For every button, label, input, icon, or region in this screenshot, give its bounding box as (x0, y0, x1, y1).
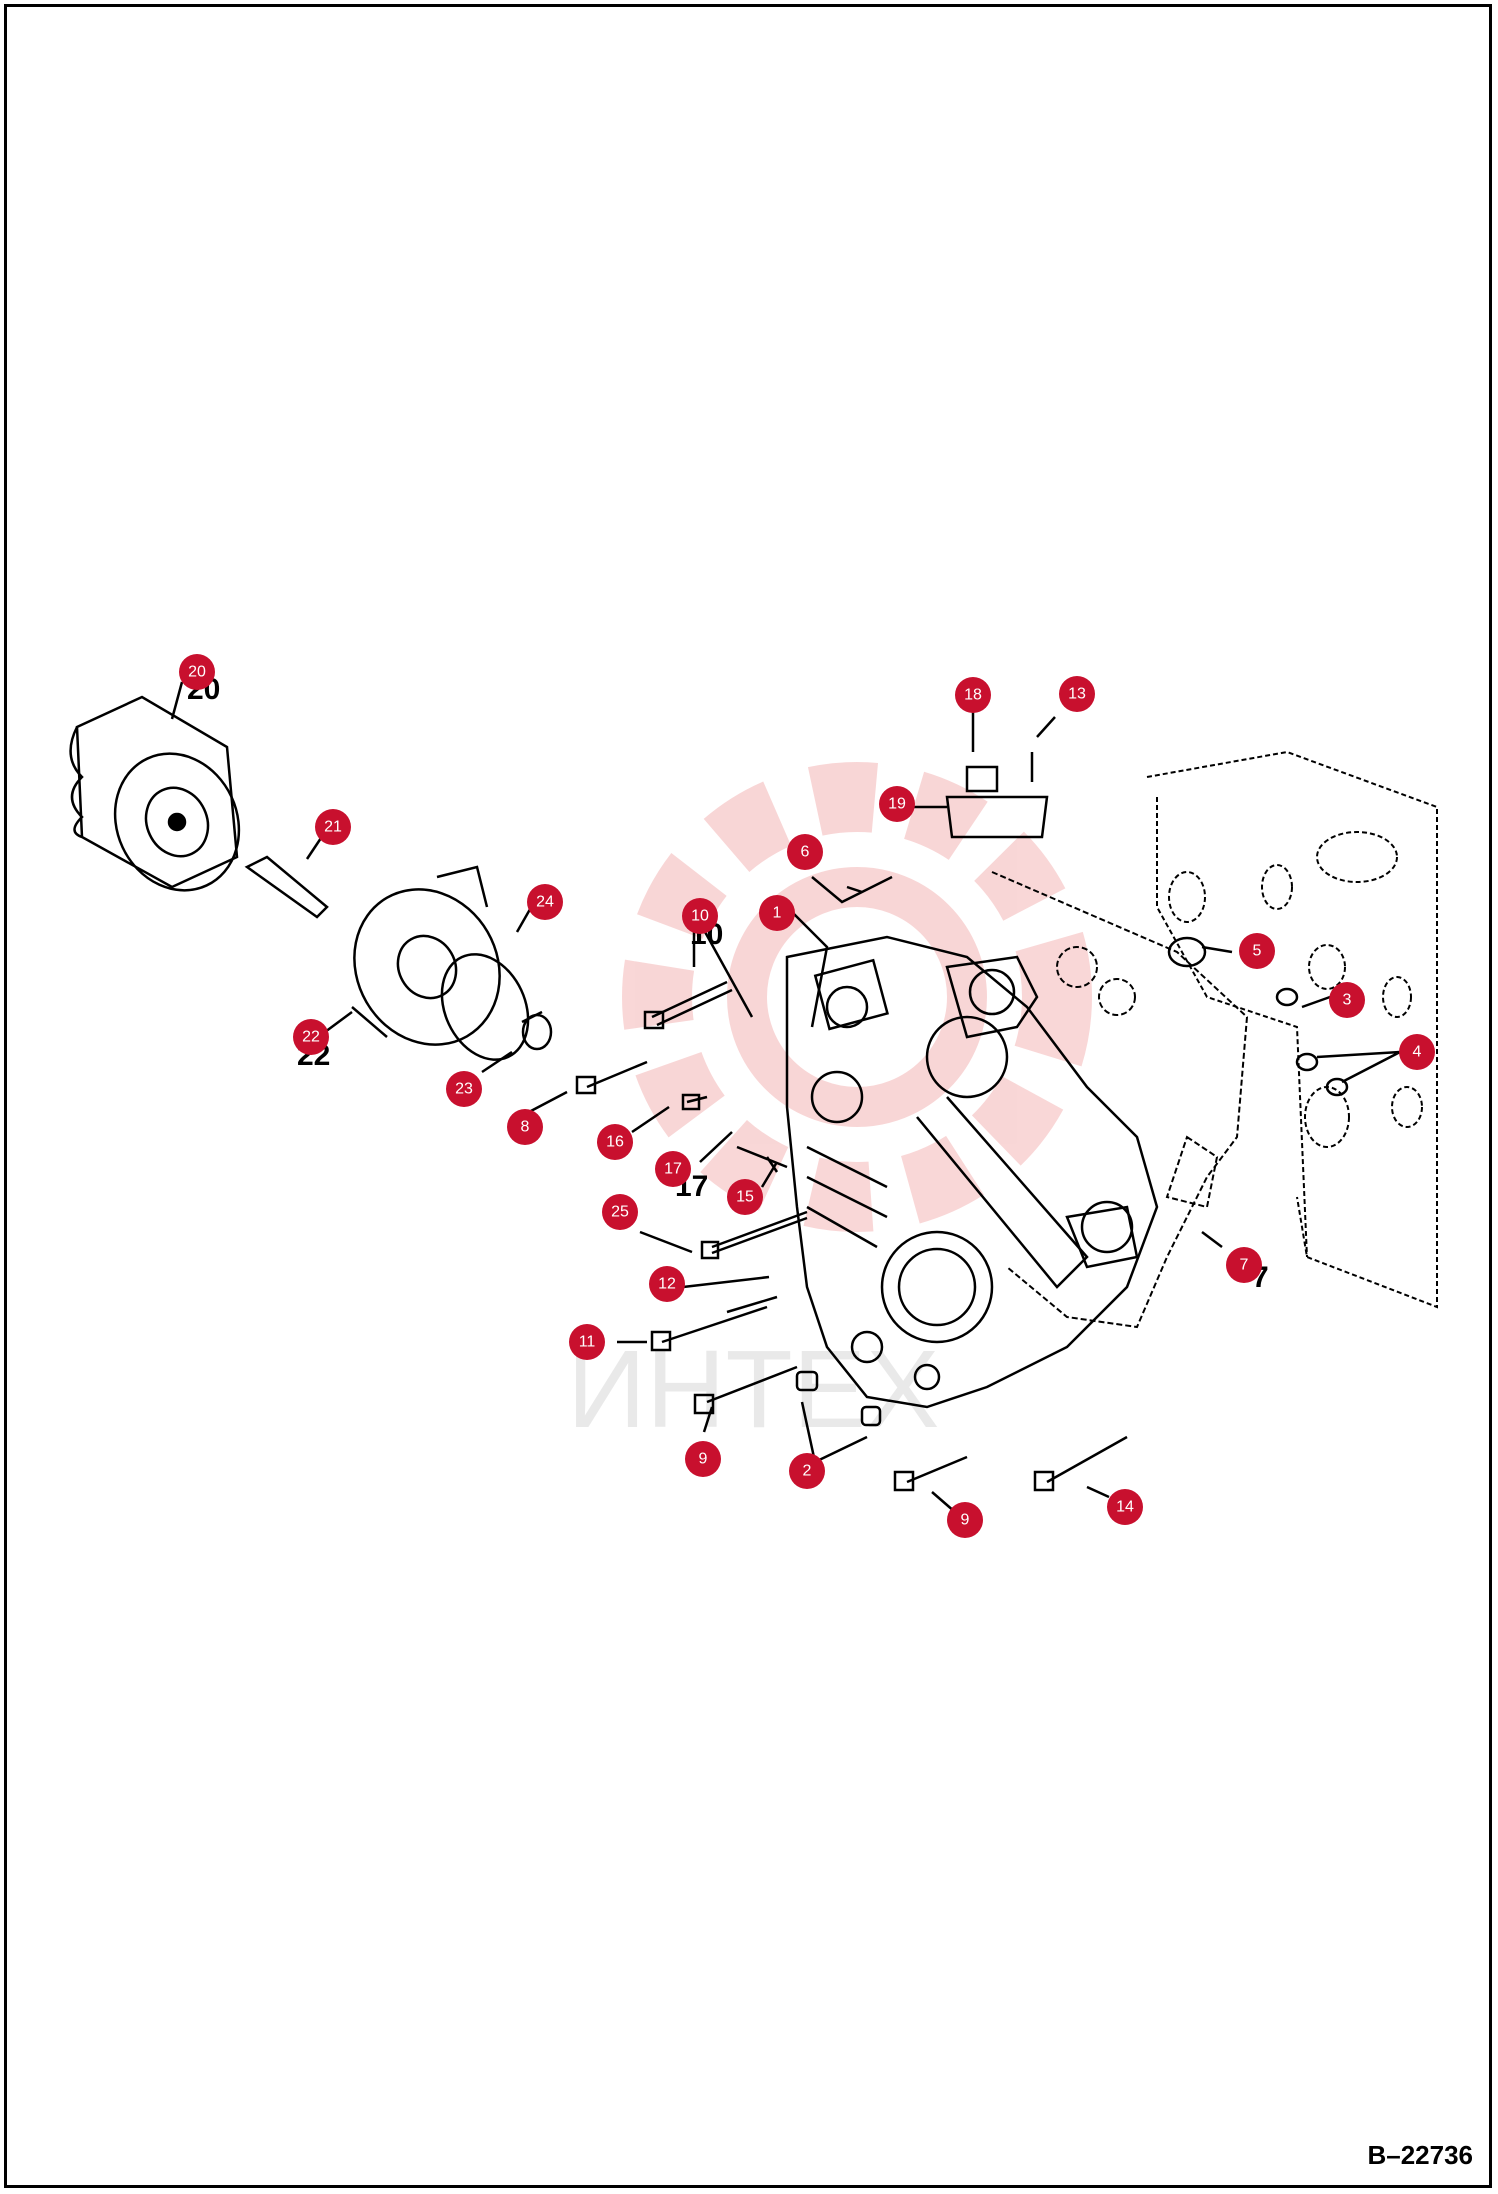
callout-4: 4 (1399, 1034, 1435, 1070)
oil-filter-part-20 (69, 695, 241, 892)
svg-text:9: 9 (699, 1451, 708, 1468)
exploded-parts-diagram: ИНТЕХ (69, 654, 1438, 1538)
callout-22: 22 (293, 1019, 329, 1055)
svg-text:23: 23 (455, 1081, 473, 1098)
callout-12: 12 (649, 1266, 685, 1302)
svg-text:16: 16 (606, 1134, 624, 1151)
svg-text:5: 5 (1253, 943, 1262, 960)
callout-21: 21 (315, 809, 351, 845)
svg-text:19: 19 (888, 796, 906, 813)
gasket-part-7 (991, 871, 1249, 1329)
svg-text:7: 7 (1240, 1257, 1249, 1274)
svg-text:20: 20 (188, 664, 206, 681)
watermark-text: ИНТЕХ (567, 1328, 939, 1451)
collar-part-23 (521, 1010, 553, 1051)
callout-9b: 9 (947, 1502, 983, 1538)
callout-3: 3 (1329, 982, 1365, 1018)
callout-11: 11 (569, 1324, 605, 1360)
drawing-frame: ИНТЕХ (4, 4, 1492, 2188)
callout-25: 25 (602, 1194, 638, 1230)
svg-text:3: 3 (1343, 992, 1352, 1009)
svg-text:6: 6 (801, 844, 810, 861)
svg-text:1: 1 (773, 905, 782, 922)
callout-9a: 9 (685, 1441, 721, 1477)
callout-7: 7 (1226, 1247, 1262, 1283)
callout-2: 2 (789, 1453, 825, 1489)
svg-text:25: 25 (611, 1204, 629, 1221)
fasteners (575, 752, 1349, 1492)
oil-cooler-part-22 (244, 855, 501, 1046)
svg-text:10: 10 (691, 908, 709, 925)
callout-13: 13 (1059, 676, 1095, 712)
svg-text:8: 8 (521, 1119, 530, 1136)
callout-18: 18 (955, 677, 991, 713)
svg-text:2: 2 (803, 1463, 812, 1480)
callout-1: 1 (759, 895, 795, 931)
figure-code: B–22736 (1367, 2140, 1473, 2170)
callout-16: 16 (597, 1124, 633, 1160)
svg-text:4: 4 (1413, 1044, 1422, 1061)
svg-text:15: 15 (736, 1189, 754, 1206)
callout-6: 6 (787, 834, 823, 870)
svg-text:21: 21 (324, 819, 342, 836)
svg-text:11: 11 (579, 1334, 596, 1351)
callout-markers: 20 21 24 22 23 10 1 6 18 13 19 5 3 4 8 1… (179, 654, 1435, 1538)
engine-block (1146, 750, 1438, 1309)
svg-text:9: 9 (961, 1512, 970, 1529)
svg-text:18: 18 (964, 687, 982, 704)
callout-5: 5 (1239, 933, 1275, 969)
callout-23: 23 (446, 1071, 482, 1107)
callout-14: 14 (1107, 1489, 1143, 1525)
callout-17: 17 (655, 1151, 691, 1187)
svg-text:12: 12 (658, 1276, 676, 1293)
callout-8: 8 (507, 1109, 543, 1145)
svg-text:22: 22 (302, 1029, 320, 1046)
svg-text:17: 17 (664, 1161, 682, 1178)
svg-text:14: 14 (1116, 1499, 1134, 1516)
svg-text:24: 24 (536, 894, 554, 911)
gear-case-part-1 (785, 935, 1159, 1409)
callout-20: 20 (179, 654, 215, 690)
svg-text:13: 13 (1068, 686, 1086, 703)
callout-19: 19 (879, 786, 915, 822)
callout-24: 24 (527, 884, 563, 920)
watermark-logo: ИНТЕХ (567, 762, 1092, 1451)
callout-10: 10 (682, 898, 718, 934)
o-ring-part-24 (440, 953, 530, 1061)
callout-15: 15 (727, 1179, 763, 1215)
